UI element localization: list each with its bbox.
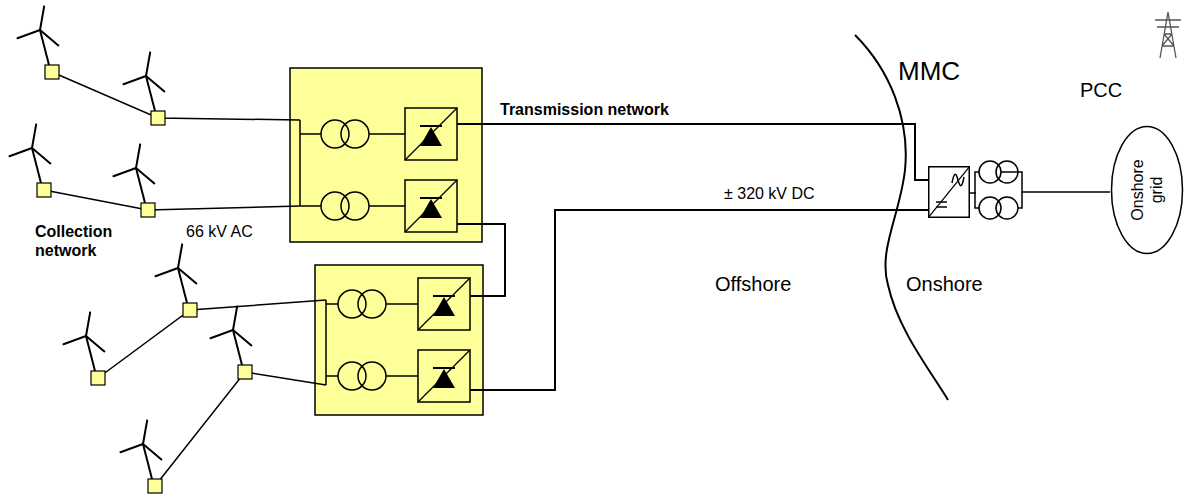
offshore-platform [290,68,482,242]
diode-rectifier [405,180,457,232]
collection-cable [155,372,326,486]
grid-ellipse [1110,125,1184,255]
onshore-grid: Onshore grid [1110,125,1184,255]
pylon-icon [1155,12,1181,58]
transformer-symbol [338,362,386,390]
region-label: Onshore [906,272,983,296]
wind-turbine [113,144,155,217]
voltage-label: 66 kV AC [186,222,253,241]
platform-internals [300,120,405,206]
diode-rectifier [405,108,457,160]
network-label: Collection network [35,222,147,260]
wind-turbine [63,312,105,385]
collection-cable [44,190,300,210]
dc-transmission-line [457,124,928,180]
wind-turbine [17,6,59,79]
wind-turbines [9,6,326,493]
grid-label: Onshore grid [1128,154,1166,226]
diode-rectifier [418,278,470,330]
mmc-converter: MMC [928,166,970,218]
converter-heading: MMC [898,56,960,87]
diode-rectifier [418,350,470,402]
collection-cable [52,72,300,120]
region-label: Offshore [715,272,791,296]
dc-transmission-line [470,210,928,390]
collection-cable [98,300,326,378]
dc-series-link [457,224,505,296]
transformer-symbol [321,192,369,220]
platform-internals [326,300,418,385]
offshore-platform [315,265,483,415]
converter-symbol [928,166,970,218]
transformer-symbol [338,290,386,318]
network-label: Transmission network [500,100,669,119]
wind-turbine [123,52,165,125]
transformer-symbol [321,120,369,148]
wind-turbine [155,244,197,317]
wind-turbine [9,124,51,197]
pcc-label: PCC [1080,78,1122,102]
wind-turbine [210,306,252,379]
onshore-transformer [979,161,1018,219]
wind-turbine [120,420,162,493]
voltage-label: ± 320 kV DC [724,184,815,203]
